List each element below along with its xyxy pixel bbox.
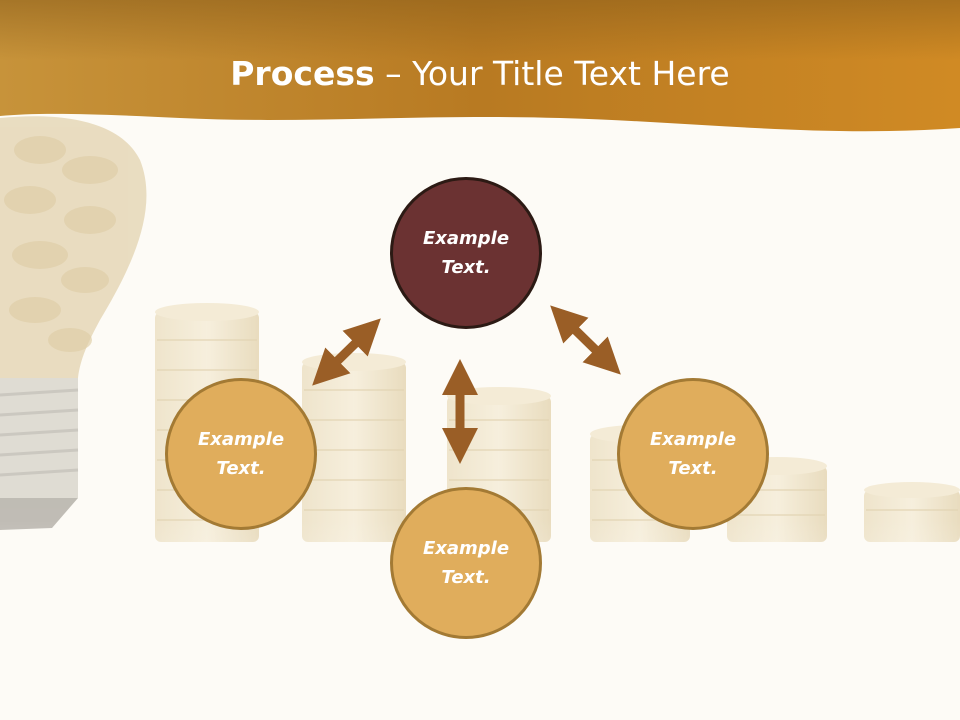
node-text: Example xyxy=(422,538,510,559)
node-text: Text. xyxy=(441,567,491,588)
node-text: Example xyxy=(422,228,510,249)
lightbulb-coins-image xyxy=(0,116,147,530)
node-text: Example xyxy=(197,429,285,450)
double-arrow-icon xyxy=(550,305,621,375)
node-text: Example xyxy=(649,429,737,450)
slide-title: Process – Your Title Text Here xyxy=(0,52,960,96)
title-bold: Process xyxy=(230,54,375,93)
title-rest: – Your Title Text Here xyxy=(374,54,730,93)
node-text: Text. xyxy=(441,257,491,278)
node-text: Text. xyxy=(216,458,266,479)
double-arrow-icon xyxy=(312,318,381,386)
node-text: Text. xyxy=(668,458,718,479)
